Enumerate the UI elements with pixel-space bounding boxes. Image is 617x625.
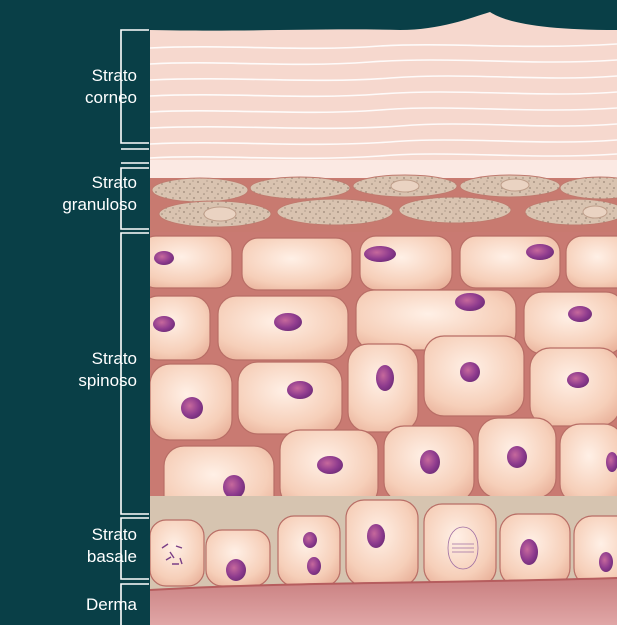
stratum-corneum-region [150,10,617,182]
label-strato-basale: Strato basale [17,524,137,568]
label-strato-spinoso: Strato spinoso [17,348,137,392]
stratum-spinosum-region [140,232,617,522]
stratum-basale-region [150,496,617,592]
stratum-granulosum-region [150,175,617,236]
label-strato-corneo: Strato corneo [17,65,137,109]
label-derma: Derma [17,594,137,616]
label-strato-granuloso: Strato granuloso [17,172,137,216]
